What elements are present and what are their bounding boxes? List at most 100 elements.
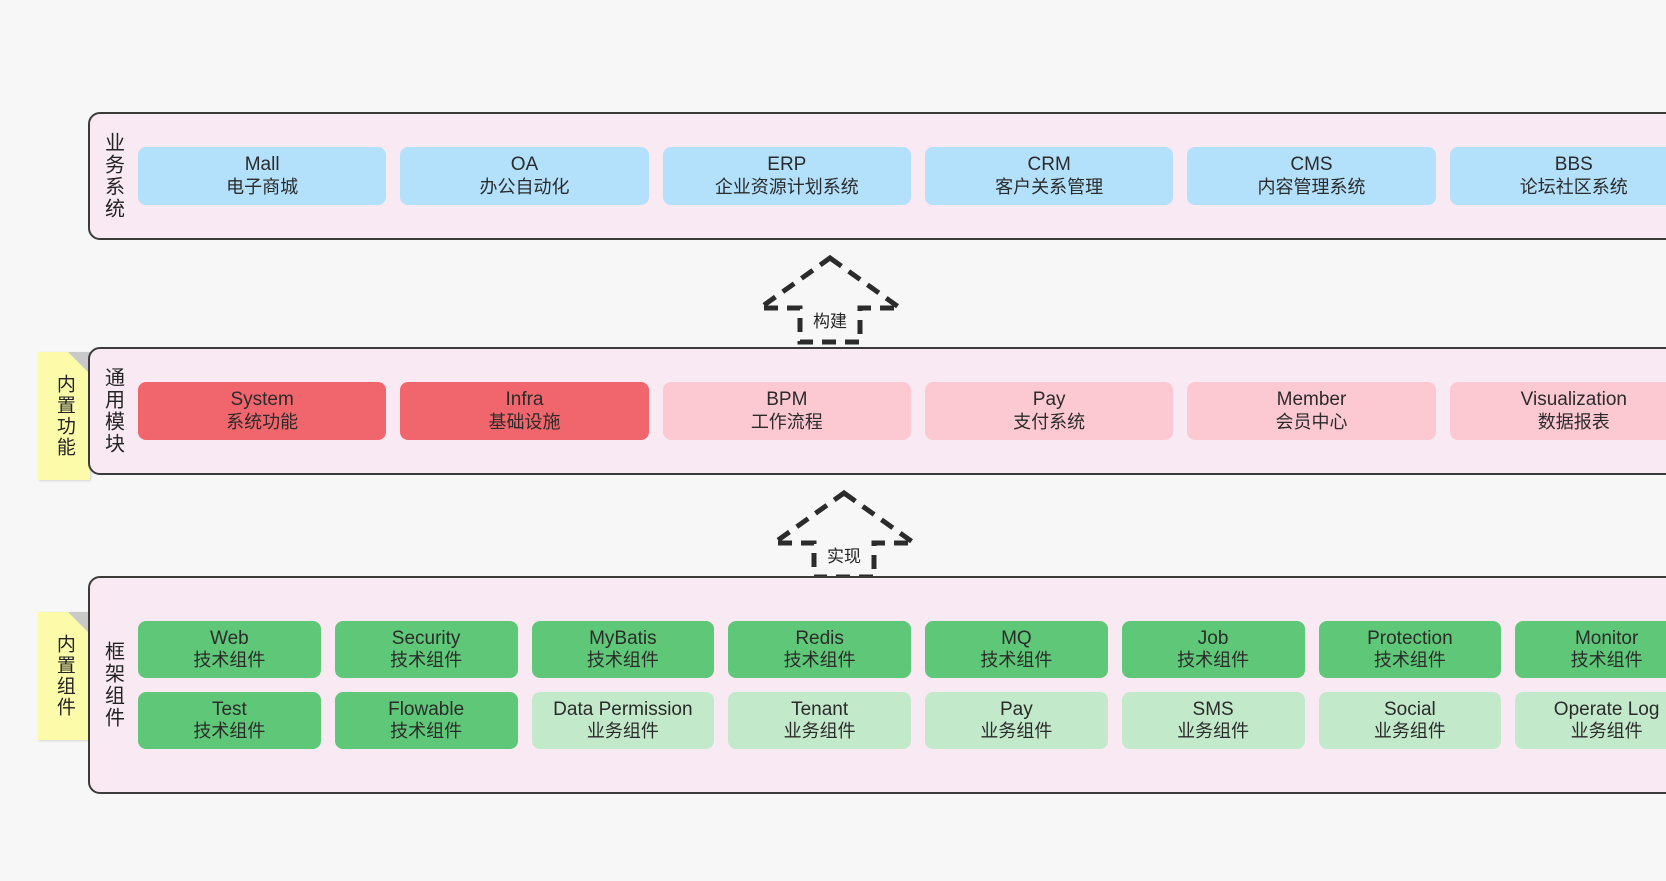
- card-title: Flowable: [388, 699, 465, 720]
- layer-title-business-systems: 业务系统: [101, 132, 124, 220]
- card-subtitle: 业务组件: [1373, 721, 1446, 742]
- card-redis[interactable]: Redis 技术组件: [728, 620, 911, 678]
- card-subtitle: 内容管理系统: [1257, 176, 1366, 197]
- card-pay-component[interactable]: Pay 业务组件: [925, 692, 1108, 750]
- card-tenant[interactable]: Tenant 业务组件: [728, 692, 911, 750]
- card-oa[interactable]: OA 办公自动化: [400, 147, 649, 205]
- card-title: Redis: [795, 627, 844, 649]
- card-operate-log[interactable]: Operate Log 业务组件: [1515, 692, 1666, 750]
- layer-title-common-modules: 通用模块: [101, 367, 124, 455]
- card-title: Security: [391, 627, 461, 649]
- framework-tech-row: Web 技术组件 Security 技术组件 MyBatis 技术组件 Redi…: [138, 620, 1666, 678]
- layer-body-framework-components: Web 技术组件 Security 技术组件 MyBatis 技术组件 Redi…: [134, 578, 1666, 792]
- card-title: Monitor: [1574, 627, 1639, 649]
- card-subtitle: 支付系统: [1013, 411, 1086, 432]
- card-title: Pay: [1032, 389, 1066, 411]
- card-mq[interactable]: MQ 技术组件: [925, 620, 1108, 678]
- card-job[interactable]: Job 技术组件: [1121, 620, 1305, 678]
- note-builtin-features: 内置功能: [38, 352, 90, 480]
- card-title: Web: [210, 627, 249, 649]
- card-subtitle: 业务组件: [1177, 721, 1250, 742]
- card-bpm[interactable]: BPM 工作流程: [662, 382, 911, 440]
- card-title: CMS: [1290, 154, 1333, 176]
- card-subtitle: 技术组件: [1177, 650, 1250, 671]
- note-label: 内置组件: [53, 634, 75, 718]
- card-monitor[interactable]: Monitor 技术组件: [1515, 620, 1666, 678]
- layer-body-business-systems: Mall 电子商城 OA 办公自动化 ERP 企业资源计划系统 CRM 客户关系…: [134, 114, 1666, 238]
- card-subtitle: 技术组件: [783, 650, 856, 671]
- card-mybatis[interactable]: MyBatis 技术组件: [531, 620, 715, 678]
- card-subtitle: 办公自动化: [479, 176, 570, 197]
- card-title: Social: [1384, 699, 1436, 720]
- card-bbs[interactable]: BBS 论坛社区系统: [1449, 147, 1666, 205]
- card-subtitle: 业务组件: [783, 721, 856, 742]
- card-protection[interactable]: Protection 技术组件: [1318, 620, 1502, 678]
- card-subtitle: 企业资源计划系统: [714, 176, 859, 197]
- card-title: Visualization: [1520, 389, 1627, 411]
- card-title: Infra: [505, 389, 544, 411]
- card-title: MQ: [1001, 627, 1032, 649]
- card-subtitle: 技术组件: [390, 721, 463, 742]
- framework-business-row: Test 技术组件 Flowable 技术组件 Data Permission …: [138, 692, 1666, 750]
- arrow-build: 构建: [754, 252, 906, 348]
- card-cms[interactable]: CMS 内容管理系统: [1187, 147, 1436, 205]
- card-member[interactable]: Member 会员中心: [1187, 382, 1436, 440]
- card-title: BPM: [766, 389, 808, 411]
- card-title: SMS: [1192, 699, 1234, 720]
- card-subtitle: 系统功能: [226, 411, 299, 432]
- card-web[interactable]: Web 技术组件: [138, 620, 321, 678]
- card-flowable[interactable]: Flowable 技术组件: [334, 692, 518, 750]
- card-subtitle: 业务组件: [1570, 721, 1643, 742]
- card-subtitle: 会员中心: [1275, 411, 1348, 432]
- layer-common-modules: 通用模块 System 系统功能 Infra 基础设施 BPM 工作流程 Pay…: [88, 347, 1666, 475]
- card-social[interactable]: Social 业务组件: [1318, 692, 1502, 750]
- layer-body-common-modules: System 系统功能 Infra 基础设施 BPM 工作流程 Pay 支付系统…: [134, 349, 1666, 473]
- card-title: OA: [510, 154, 539, 176]
- card-subtitle: 业务组件: [980, 721, 1053, 742]
- card-pay-module[interactable]: Pay 支付系统: [924, 382, 1174, 440]
- card-test[interactable]: Test 技术组件: [138, 692, 321, 750]
- card-data-permission[interactable]: Data Permission 业务组件: [531, 692, 715, 750]
- card-subtitle: 基础设施: [488, 411, 561, 432]
- note-label: 内置功能: [53, 374, 75, 458]
- card-title: Tenant: [791, 699, 849, 720]
- card-infra[interactable]: Infra 基础设施: [400, 382, 649, 440]
- card-system[interactable]: System 系统功能: [138, 382, 387, 440]
- card-subtitle: 客户关系管理: [995, 176, 1104, 197]
- card-title: ERP: [767, 154, 807, 176]
- card-title: System: [230, 389, 294, 411]
- card-title: Job: [1197, 627, 1229, 649]
- card-title: Operate Log: [1553, 699, 1660, 720]
- card-subtitle: 论坛社区系统: [1519, 176, 1628, 197]
- card-subtitle: 电子商城: [226, 176, 299, 197]
- card-title: Pay: [1000, 699, 1033, 720]
- card-title: CRM: [1027, 154, 1071, 176]
- card-subtitle: 数据报表: [1537, 411, 1610, 432]
- card-crm[interactable]: CRM 客户关系管理: [924, 147, 1174, 205]
- card-subtitle: 业务组件: [586, 721, 659, 742]
- card-subtitle: 技术组件: [1570, 650, 1643, 671]
- card-mall[interactable]: Mall 电子商城: [138, 147, 387, 205]
- card-subtitle: 技术组件: [586, 650, 659, 671]
- card-erp[interactable]: ERP 企业资源计划系统: [662, 147, 911, 205]
- note-builtin-components: 内置组件: [38, 612, 90, 740]
- layer-framework-components: 框架组件 Web 技术组件 Security 技术组件 MyBatis 技术组件…: [88, 576, 1666, 794]
- card-title: BBS: [1554, 154, 1593, 176]
- card-subtitle: 技术组件: [980, 650, 1053, 671]
- card-visualization[interactable]: Visualization 数据报表: [1449, 382, 1666, 440]
- layer-business-systems: 业务系统 Mall 电子商城 OA 办公自动化 ERP 企业资源计划系统 CRM…: [88, 112, 1666, 240]
- card-subtitle: 技术组件: [390, 650, 463, 671]
- card-title: Protection: [1367, 627, 1453, 649]
- card-title: Mall: [244, 154, 280, 176]
- card-subtitle: 工作流程: [750, 411, 823, 432]
- card-title: Member: [1276, 389, 1347, 411]
- card-title: Data Permission: [553, 699, 693, 720]
- arrow-implement-label: 实现: [825, 542, 863, 567]
- card-security[interactable]: Security 技术组件: [334, 620, 518, 678]
- arrow-implement: 实现: [768, 487, 920, 583]
- layer-title-framework-components: 框架组件: [101, 641, 124, 729]
- card-subtitle: 技术组件: [1373, 650, 1446, 671]
- card-sms[interactable]: SMS 业务组件: [1121, 692, 1305, 750]
- card-subtitle: 技术组件: [193, 650, 266, 671]
